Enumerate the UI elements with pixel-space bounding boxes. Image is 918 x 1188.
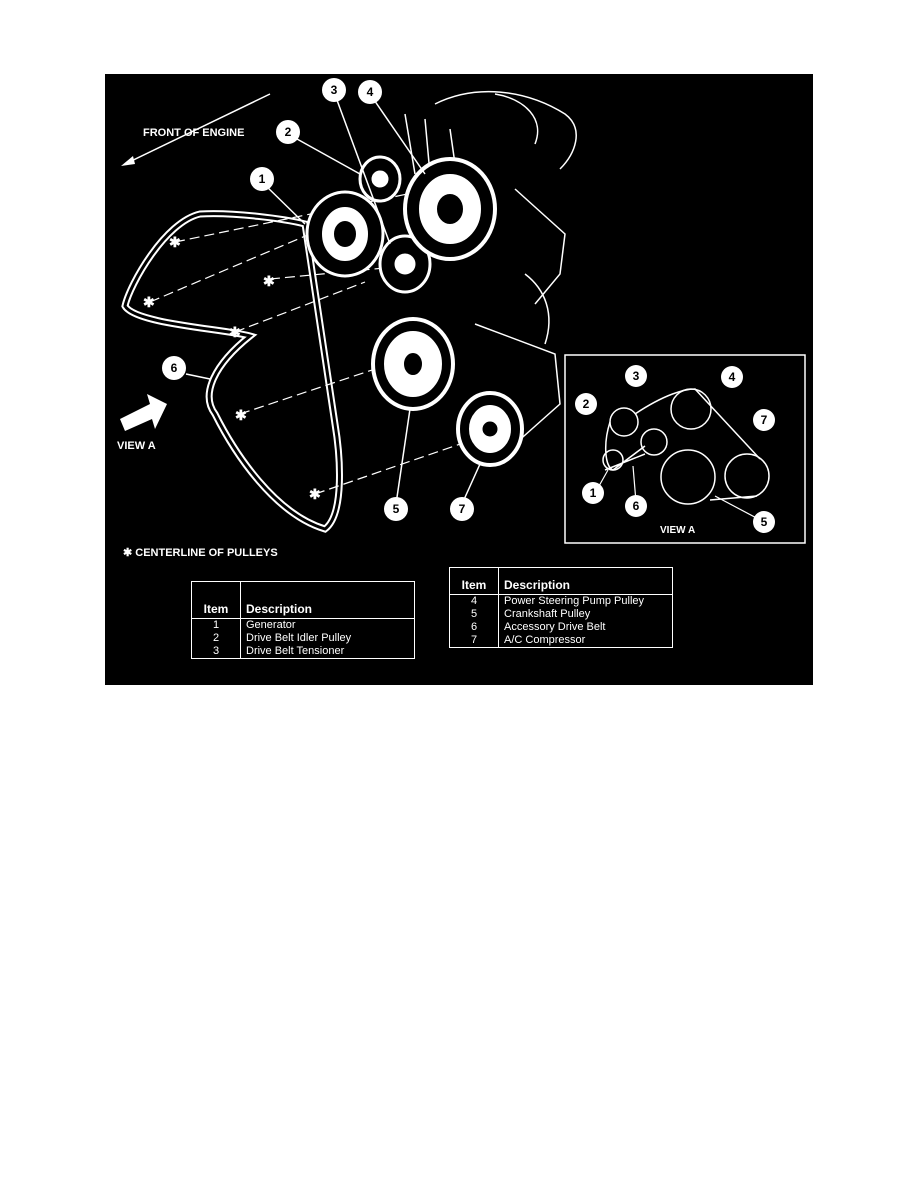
- table-row: 4 Power Steering Pump Pulley: [450, 594, 672, 608]
- legend-right-header-item: Item: [450, 568, 499, 595]
- svg-text:3: 3: [633, 369, 640, 383]
- legend-right-header-desc: Description: [498, 568, 672, 595]
- svg-text:1: 1: [590, 486, 597, 500]
- pulleys: [305, 155, 524, 467]
- table-row: 1 Generator: [192, 618, 414, 632]
- view-a-inset-label: VIEW A: [660, 525, 695, 536]
- engine-illustration: FRONT OF ENGINE ✱ ✱ ✱ ✱ ✱ ✱: [117, 78, 806, 544]
- legend-table-left: Item Description 1 Generator 2 Drive Bel…: [191, 581, 415, 659]
- legend-left-header-item: Item: [192, 582, 241, 619]
- callout-1: [250, 167, 274, 191]
- svg-text:6: 6: [171, 361, 178, 375]
- svg-text:4: 4: [729, 370, 736, 384]
- svg-text:✱: ✱: [235, 407, 247, 423]
- inset-pulley-7: [724, 453, 770, 499]
- engine-block: [404, 90, 577, 445]
- legend-left-header-desc: Description: [240, 582, 414, 619]
- callout-3: [322, 78, 346, 102]
- belt-routing-figure: FRONT OF ENGINE ✱ ✱ ✱ ✱ ✱ ✱: [105, 74, 813, 685]
- centerline-note: ✱ CENTERLINE OF PULLEYS: [123, 547, 278, 559]
- view-a-arrow-label: VIEW A: [117, 440, 156, 452]
- svg-text:2: 2: [285, 125, 292, 139]
- table-row: 7 A/C Compressor: [450, 634, 672, 647]
- inset-pulley-5: [660, 449, 716, 505]
- svg-text:1: 1: [259, 172, 266, 186]
- svg-text:7: 7: [761, 413, 768, 427]
- svg-text:5: 5: [761, 515, 768, 529]
- front-of-engine-label: FRONT OF ENGINE: [143, 127, 244, 139]
- svg-text:✱: ✱: [263, 273, 275, 289]
- inset-callouts: 2 3 4 1 6 7 5: [575, 365, 775, 533]
- svg-text:✱: ✱: [169, 234, 181, 250]
- svg-text:7: 7: [459, 502, 466, 516]
- svg-text:✱: ✱: [229, 324, 241, 340]
- view-a-inset: 2 3 4 1 6 7 5 VIEW A: [564, 354, 806, 544]
- inset-pulley-3: [640, 428, 668, 456]
- svg-text:6: 6: [633, 499, 640, 513]
- svg-text:4: 4: [367, 85, 374, 99]
- accessory-drive-belt: [121, 210, 343, 533]
- callouts: 1 2 3 4 5 6 7: [162, 78, 481, 521]
- svg-text:✱: ✱: [309, 486, 321, 502]
- centerline-markers: ✱ ✱ ✱ ✱ ✱ ✱: [143, 234, 321, 502]
- front-arrow-line: [124, 93, 271, 165]
- callout-5: [384, 497, 408, 521]
- callout-4: [358, 80, 382, 104]
- table-row: 5 Crankshaft Pulley: [450, 608, 672, 621]
- front-arrow-head: [121, 156, 135, 166]
- svg-text:2: 2: [583, 397, 590, 411]
- accessory-drive-belt-inner: [123, 212, 341, 531]
- table-row: 2 Drive Belt Idler Pulley: [192, 632, 414, 645]
- svg-text:5: 5: [393, 502, 400, 516]
- svg-text:3: 3: [331, 83, 338, 97]
- table-row: 3 Drive Belt Tensioner: [192, 645, 414, 658]
- legend-table-right: Item Description 4 Power Steering Pump P…: [449, 567, 673, 648]
- callout-6: [162, 356, 186, 380]
- table-row: 6 Accessory Drive Belt: [450, 621, 672, 634]
- callout-2: [276, 120, 300, 144]
- svg-text:✱: ✱: [143, 294, 155, 310]
- callout-7: [450, 497, 474, 521]
- view-a-arrow: [120, 394, 167, 431]
- inset-belt: [604, 388, 761, 501]
